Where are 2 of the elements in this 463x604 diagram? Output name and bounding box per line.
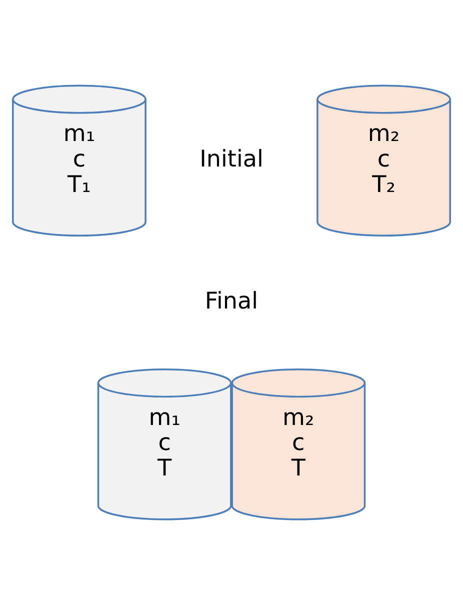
label: Initial <box>200 146 264 172</box>
label: Final <box>204 288 258 314</box>
